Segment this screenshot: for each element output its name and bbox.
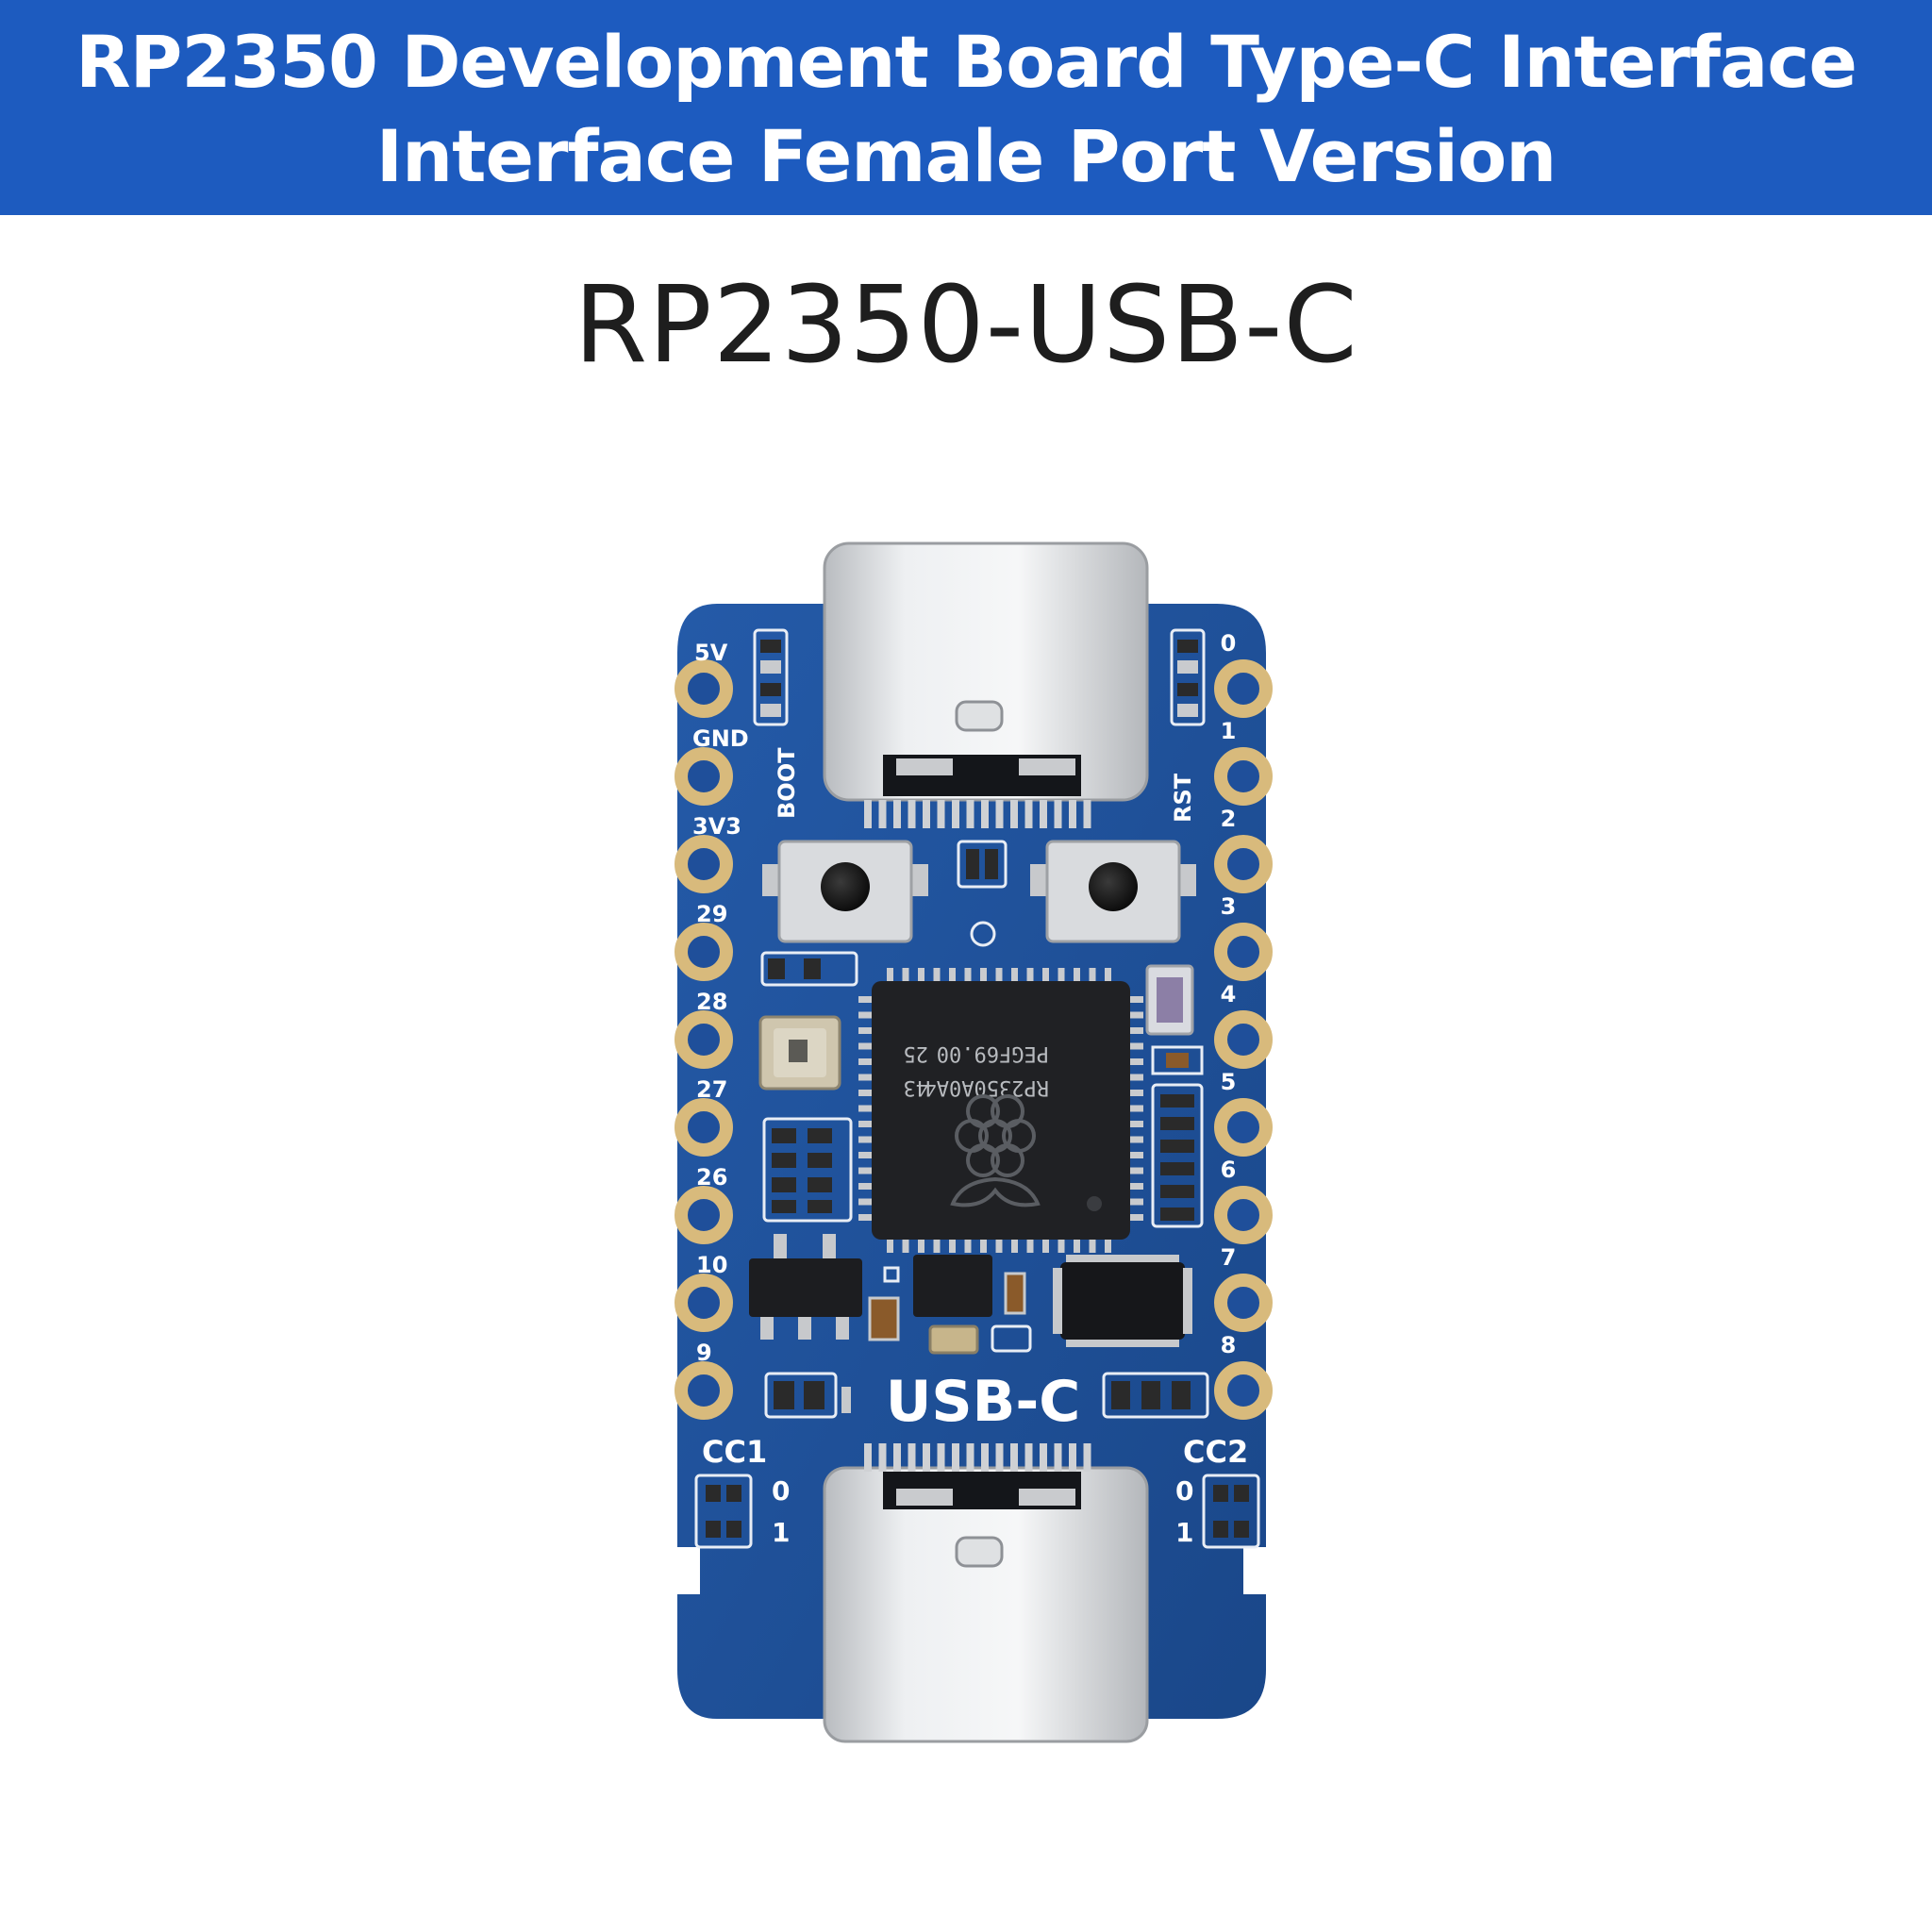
crystal-oscillator bbox=[758, 1015, 841, 1091]
pin-label-9: 9 bbox=[696, 1340, 712, 1366]
center-smd-components bbox=[760, 840, 1008, 987]
left-pad bbox=[675, 1098, 733, 1157]
voltage-regulator bbox=[749, 1234, 862, 1340]
pin-label-7: 7 bbox=[1221, 1244, 1237, 1271]
pin-label-5: 5 bbox=[1221, 1069, 1237, 1095]
boot-button[interactable] bbox=[762, 840, 928, 943]
top-left-smd-components bbox=[753, 628, 789, 726]
boot-label: BOOT bbox=[774, 747, 800, 819]
pin-label-2: 2 bbox=[1221, 806, 1237, 832]
pin-label-1: 1 bbox=[1221, 718, 1237, 744]
left-pad bbox=[675, 835, 733, 893]
right-pad bbox=[1214, 1010, 1273, 1069]
left-pad bbox=[675, 1274, 733, 1332]
left-pad bbox=[675, 659, 733, 718]
right-pad bbox=[1214, 1098, 1273, 1157]
usb-label-side-components bbox=[764, 1372, 1209, 1419]
left-pad bbox=[675, 1186, 733, 1244]
cc2-label: CC2 bbox=[1183, 1434, 1248, 1470]
pin-label-6: 6 bbox=[1221, 1157, 1237, 1183]
pin-label-27: 27 bbox=[696, 1076, 727, 1103]
pin-label-3v3: 3V3 bbox=[692, 813, 741, 840]
chip-marking-line-4: 43 bbox=[904, 1075, 929, 1099]
cc2-value-0: 0 bbox=[1175, 1475, 1193, 1507]
pin-label-29: 29 bbox=[696, 901, 727, 927]
right-pad bbox=[1214, 1186, 1273, 1244]
pin-label-28: 28 bbox=[696, 989, 727, 1015]
right-pad bbox=[1214, 835, 1273, 893]
silkscreen-usb-c-label: USB-C bbox=[886, 1369, 1081, 1435]
pin-label-10: 10 bbox=[696, 1252, 727, 1278]
right-passive-array bbox=[1151, 1045, 1204, 1228]
left-pad bbox=[675, 747, 733, 806]
left-castellated-pads bbox=[675, 659, 733, 1420]
cc2-value-1: 1 bbox=[1175, 1517, 1193, 1548]
right-pin-labels: 0 1 2 3 4 5 6 7 8 bbox=[1221, 630, 1237, 1358]
top-right-smd-components bbox=[1170, 628, 1206, 726]
pin-label-3: 3 bbox=[1221, 893, 1237, 920]
banner-title-line-2: Interface Female Port Version bbox=[375, 114, 1557, 198]
top-usb-c-port bbox=[823, 541, 1149, 828]
pin-label-8: 8 bbox=[1221, 1332, 1237, 1358]
right-pad bbox=[1214, 1361, 1273, 1420]
left-pin-labels: 5V GND 3V3 29 28 27 26 10 9 bbox=[692, 640, 749, 1366]
right-pad bbox=[1214, 1274, 1273, 1332]
pin-label-5v: 5V bbox=[694, 640, 728, 666]
left-passive-array bbox=[762, 1117, 853, 1223]
right-pad bbox=[1214, 659, 1273, 718]
title-banner: RP2350 Development Board Type-C Interfac… bbox=[0, 0, 1932, 215]
rp2350-chip: RP2350A0A4 PEGF69.00 25 43 bbox=[858, 968, 1143, 1253]
raspberry-logo bbox=[950, 1094, 1041, 1208]
right-castellated-pads bbox=[1214, 659, 1273, 1420]
cc1-value-0: 0 bbox=[772, 1475, 790, 1507]
small-ic-components bbox=[868, 1255, 1032, 1355]
rgb-led bbox=[1145, 964, 1194, 1036]
bottom-usb-c-port bbox=[823, 1443, 1149, 1743]
pin-label-4: 4 bbox=[1221, 981, 1237, 1008]
pin-label-gnd: GND bbox=[692, 725, 749, 752]
right-pad bbox=[1214, 747, 1273, 806]
left-pad bbox=[675, 1010, 733, 1069]
left-pad bbox=[675, 1361, 733, 1420]
chip-marking-line-3: 25 bbox=[904, 1041, 929, 1065]
product-name: RP2350-USB-C bbox=[574, 264, 1358, 387]
right-pad bbox=[1214, 923, 1273, 981]
banner-title-line-1: RP2350 Development Board Type-C Interfac… bbox=[75, 20, 1857, 104]
cc1-selector: CC1 0 1 bbox=[694, 1434, 790, 1549]
pin-label-26: 26 bbox=[696, 1164, 727, 1191]
usb-switch-ic bbox=[1053, 1255, 1192, 1347]
cc1-value-1: 1 bbox=[772, 1517, 790, 1548]
pin-label-0: 0 bbox=[1221, 630, 1237, 657]
left-pad bbox=[675, 923, 733, 981]
rst-label: RST bbox=[1170, 773, 1196, 823]
cc2-selector: CC2 0 1 bbox=[1175, 1434, 1260, 1549]
rst-button[interactable] bbox=[1030, 840, 1196, 943]
chip-marking-line-2: PEGF69.00 bbox=[937, 1041, 1049, 1065]
cc1-label: CC1 bbox=[702, 1434, 767, 1470]
